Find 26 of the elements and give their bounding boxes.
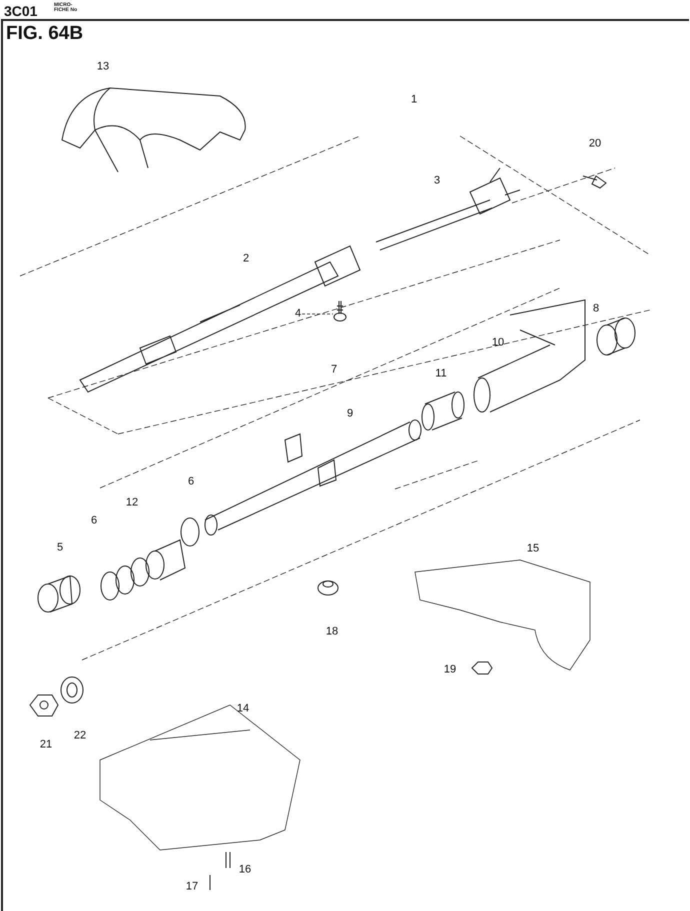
callout-number: 12	[126, 498, 138, 508]
callout-number: 19	[444, 664, 456, 676]
callout-number: 5	[56, 542, 64, 554]
page-code: 3C01	[4, 4, 38, 18]
callout-number: 15	[526, 544, 540, 554]
callout-number: 9	[346, 408, 354, 420]
bolt-drawing	[333, 300, 347, 322]
callout-number: 4	[294, 308, 302, 320]
callout-number: 1	[410, 94, 418, 106]
callout-number: 11	[435, 368, 447, 380]
callout-number: 20	[588, 138, 602, 150]
callout-number: 2	[242, 254, 250, 264]
callout-number: 22	[74, 730, 86, 742]
callout-number: 21	[40, 740, 52, 750]
callout-number: 13	[96, 62, 110, 72]
callout-number: 6	[90, 516, 98, 526]
figure-title: FIG. 64B	[6, 24, 84, 43]
callout-number: 7	[330, 364, 338, 376]
callout-number: 6	[188, 476, 194, 488]
callout-number: 8	[592, 304, 600, 314]
callout-number: 10	[492, 338, 504, 348]
callout-number: 16	[238, 864, 252, 876]
callout-number: 14	[236, 704, 250, 714]
callout-number: 17	[186, 882, 198, 892]
callout-number: 3	[434, 176, 440, 186]
callout-number: 18	[326, 626, 338, 638]
